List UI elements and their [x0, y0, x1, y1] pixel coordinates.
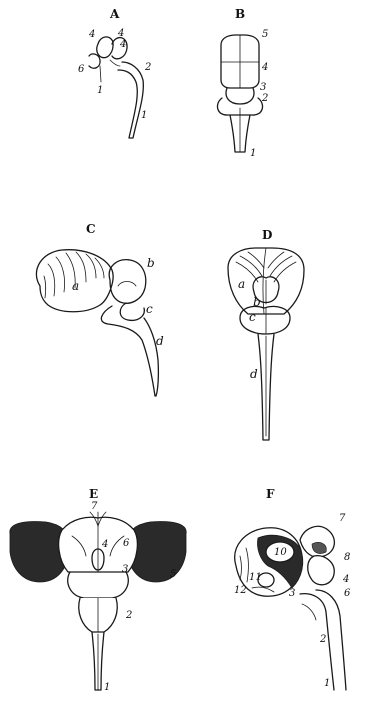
f-label-6: 6	[344, 588, 351, 599]
f-label-1: 1	[324, 678, 330, 689]
c-label-c: c	[146, 302, 153, 316]
figure-b: B 5 4 3 2 1	[217, 7, 268, 159]
figure-b-letter: B	[235, 7, 245, 21]
f-label-11: 11	[249, 572, 262, 583]
figure-a-letter: A	[109, 7, 120, 21]
figure-f: F 7 8 10 11 12 4 3 6 2 1	[234, 487, 351, 690]
figure-a: A 4 4 4 6 2 1 1	[78, 7, 151, 138]
c-label-b: b	[147, 256, 155, 270]
a-label-1a: 1	[97, 85, 103, 96]
a-label-4b: 4	[117, 28, 124, 39]
figure-c: C b a c d	[36, 222, 164, 396]
d-label-d: d	[250, 367, 258, 381]
b-label-5: 5	[262, 29, 268, 40]
a-label-6: 6	[78, 64, 85, 75]
a-label-1b: 1	[141, 110, 147, 121]
d-label-b: b	[253, 295, 261, 309]
figure-e-letter: E	[89, 487, 98, 501]
a-label-2: 2	[144, 62, 151, 73]
e-label-1: 1	[104, 682, 110, 693]
c-label-d: d	[156, 334, 164, 348]
figure-d-letter: D	[262, 228, 272, 242]
f-label-4: 4	[342, 574, 349, 585]
f-label-3: 3	[289, 588, 295, 599]
e-label-6: 6	[123, 538, 130, 549]
f-label-8: 8	[344, 552, 350, 563]
e-label-3: 3	[122, 564, 128, 575]
d-label-c: c	[249, 310, 256, 324]
b-label-3: 3	[260, 82, 266, 93]
figure-c-letter: C	[86, 222, 96, 236]
e-label-4: 4	[101, 539, 108, 550]
c-label-a: a	[72, 279, 79, 293]
a-label-4c: 4	[119, 39, 126, 50]
f-label-10: 10	[274, 547, 287, 558]
d-label-a: a	[238, 277, 245, 291]
figure-e: E 7 4 6 5 3 2 1	[10, 487, 186, 693]
e-label-5: 5	[170, 569, 176, 580]
b-label-1: 1	[250, 148, 256, 159]
b-label-4: 4	[261, 62, 268, 73]
a-label-4a: 4	[88, 29, 95, 40]
b-label-2: 2	[261, 93, 268, 104]
f-label-12: 12	[234, 585, 247, 596]
f-label-2: 2	[319, 634, 326, 645]
e-label-2: 2	[125, 610, 132, 621]
f-label-7: 7	[339, 513, 346, 524]
figure-f-letter: F	[266, 487, 275, 501]
e-label-7: 7	[91, 501, 98, 512]
figure-d: D a b c d	[228, 228, 304, 440]
